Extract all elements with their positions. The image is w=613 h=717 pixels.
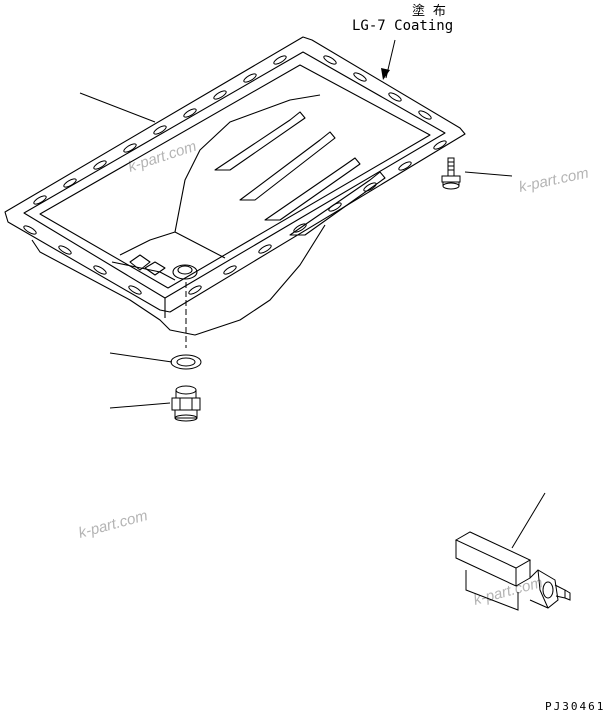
- drain-plug: [171, 385, 201, 422]
- flange-bolt-holes: [23, 55, 447, 295]
- watermark: k-part.com: [517, 165, 590, 196]
- leader-oil-pan: [79, 92, 156, 123]
- leader-lines: [79, 39, 546, 549]
- tool: [454, 531, 571, 611]
- callout-kanji: 塗 布: [412, 3, 446, 19]
- oil-pan: [4, 36, 466, 336]
- coating-arrowhead: [381, 68, 390, 80]
- leader-gasket: [109, 352, 173, 363]
- watermark: k-part.com: [472, 574, 545, 609]
- drawing-number: PJ30461: [545, 700, 605, 713]
- callout-label: LG-7 Coating: [352, 18, 453, 34]
- leader-bolt: [464, 171, 513, 177]
- gasket-washer: [170, 354, 202, 370]
- bolt: [441, 157, 461, 190]
- watermark: k-part.com: [77, 507, 150, 542]
- leader-drain-plug: [109, 402, 171, 409]
- leader-tool: [511, 492, 546, 549]
